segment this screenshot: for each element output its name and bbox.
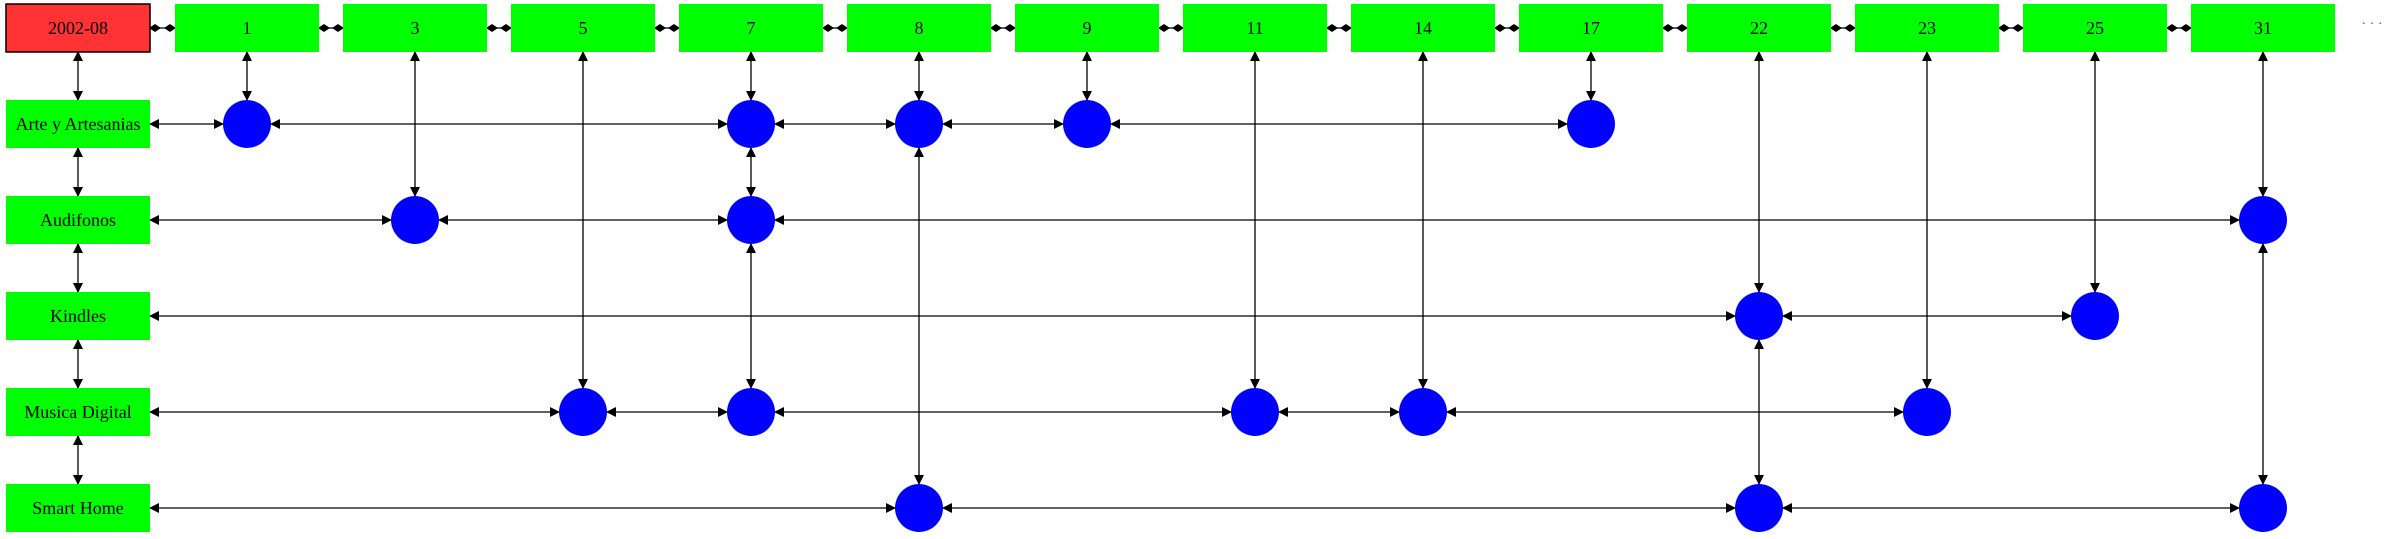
event-node-audifonos-31 — [2239, 196, 2287, 244]
category-box-kindles-label: Kindles — [50, 306, 106, 326]
day-box-1 — [175, 4, 319, 52]
day-box-3 — [343, 4, 487, 52]
event-node-arte-y-artesanias-9 — [1063, 100, 1111, 148]
day-box-14-label: 14 — [1414, 18, 1432, 38]
event-node-kindles-22 — [1735, 292, 1783, 340]
event-node-arte-y-artesanias-7 — [727, 100, 775, 148]
category-box-musica-digital — [6, 388, 150, 436]
category-box-smart-home-label: Smart Home — [32, 498, 124, 518]
day-box-11-label: 11 — [1246, 18, 1263, 38]
day-box-17-label: 17 — [1582, 18, 1600, 38]
day-box-5-label: 5 — [579, 18, 588, 38]
event-node-arte-y-artesanias-8 — [895, 100, 943, 148]
overflow-ellipsis: · · · — [2362, 17, 2383, 32]
node-layer — [223, 100, 2287, 532]
category-box-musica-digital-label: Musica Digital — [24, 402, 131, 422]
day-box-25-label: 25 — [2086, 18, 2104, 38]
day-box-11 — [1183, 4, 1327, 52]
day-box-17 — [1519, 4, 1663, 52]
day-box-22-label: 22 — [1750, 18, 1768, 38]
event-node-arte-y-artesanias-1 — [223, 100, 271, 148]
event-node-musica-digital-11 — [1231, 388, 1279, 436]
day-box-9-label: 9 — [1083, 18, 1092, 38]
day-box-14 — [1351, 4, 1495, 52]
day-box-23-label: 23 — [1918, 18, 1936, 38]
day-box-8-label: 8 — [915, 18, 924, 38]
category-box-smart-home — [6, 484, 150, 532]
event-node-arte-y-artesanias-17 — [1567, 100, 1615, 148]
edge-layer — [73, 24, 2268, 513]
day-box-3-label: 3 — [411, 18, 420, 38]
event-node-smart-home-22 — [1735, 484, 1783, 532]
event-node-musica-digital-14 — [1399, 388, 1447, 436]
day-box-31-label: 31 — [2254, 18, 2272, 38]
event-node-musica-digital-7 — [727, 388, 775, 436]
day-box-22 — [1687, 4, 1831, 52]
day-box-5 — [511, 4, 655, 52]
event-node-audifonos-3 — [391, 196, 439, 244]
event-node-musica-digital-23 — [1903, 388, 1951, 436]
event-node-audifonos-7 — [727, 196, 775, 244]
event-node-smart-home-8 — [895, 484, 943, 532]
day-box-25 — [2023, 4, 2167, 52]
day-box-23 — [1855, 4, 1999, 52]
event-node-kindles-25 — [2071, 292, 2119, 340]
category-box-audifonos — [6, 196, 150, 244]
category-box-audifonos-label: Audifonos — [40, 210, 116, 230]
day-box-7-label: 7 — [747, 18, 756, 38]
event-node-musica-digital-5 — [559, 388, 607, 436]
category-box-arte-y-artesanias — [6, 100, 150, 148]
day-box-9 — [1015, 4, 1159, 52]
day-box-7 — [679, 4, 823, 52]
period-box — [5, 3, 151, 53]
period-box-label: 2002-08 — [48, 18, 108, 38]
day-box-31 — [2191, 4, 2335, 52]
category-box-kindles — [6, 292, 150, 340]
day-box-1-label: 1 — [243, 18, 252, 38]
day-box-8 — [847, 4, 991, 52]
category-box-arte-y-artesanias-label: Arte y Artesanias — [16, 114, 141, 134]
event-node-smart-home-31 — [2239, 484, 2287, 532]
